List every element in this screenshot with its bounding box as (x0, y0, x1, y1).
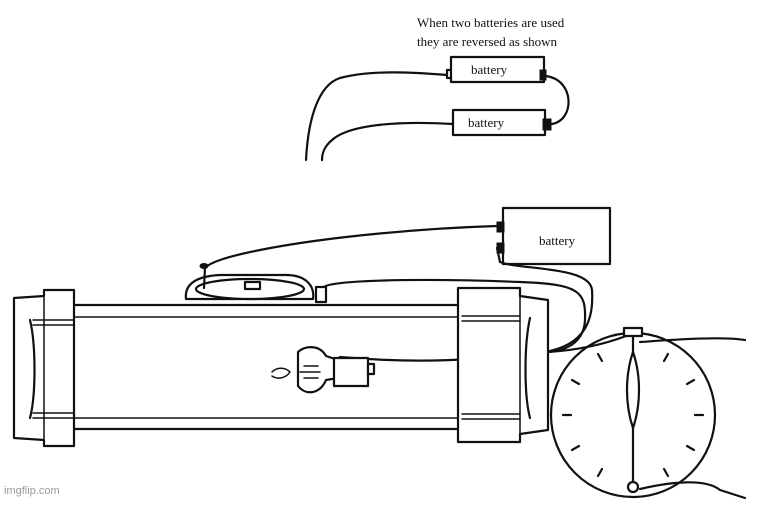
main-battery-label: battery (539, 233, 576, 248)
clock-tick-2 (685, 378, 696, 386)
inset-battery-bottom-cap (542, 118, 552, 131)
inset-wire-top-left (304, 71, 449, 162)
igniter-mount (184, 263, 328, 304)
clock-tick-11 (596, 352, 604, 363)
caption-line-2: they are reversed as shown (417, 34, 558, 49)
inset-battery-bottom (451, 108, 547, 137)
watermark: imgflip.com (4, 485, 60, 497)
wire-clock-bottom (638, 481, 747, 500)
wire-terminal-top (314, 285, 328, 304)
igniter-screw-head (199, 263, 209, 269)
right-cap-inner-curve (524, 316, 532, 420)
clock-face-icon (546, 326, 747, 500)
inset-battery-top-cap (539, 69, 547, 81)
right-end-cap (456, 286, 550, 444)
clock-tick-10 (570, 378, 581, 386)
clock-center-pin (626, 480, 640, 494)
main-battery-body (501, 206, 612, 266)
main-battery-terminal-top (496, 221, 505, 233)
switch-terminal (366, 362, 376, 376)
igniter-tip (271, 367, 291, 379)
clock-tick-4 (685, 444, 696, 452)
inset-battery-top-label: battery (471, 62, 508, 77)
inset-battery-bottom-label: battery (468, 115, 505, 130)
caption-line-1: When two batteries are used (417, 15, 565, 30)
igniter-mount-clip (243, 280, 262, 291)
clock-ticks (561, 343, 705, 478)
igniter-bulb (271, 346, 376, 394)
igniter-bulb-body (296, 346, 340, 394)
inset-battery-diagram: battery battery (304, 55, 570, 162)
inset-wire-right-loop (544, 74, 570, 126)
clock-top-screw (622, 326, 644, 338)
pipe-bomb-icon (12, 286, 550, 448)
clock-tick-5 (662, 467, 670, 478)
igniter-screw (202, 265, 207, 290)
main-battery: battery (496, 206, 612, 266)
wire-battery-to-igniter (202, 224, 499, 270)
clock-tick-7 (596, 467, 604, 478)
clock-tick-8 (570, 444, 581, 452)
left-cap-inner-curve (28, 318, 36, 420)
wire-to-clock-top (546, 334, 628, 354)
inset-wire-bottom-left (320, 121, 455, 162)
wire-battery-to-switch (338, 246, 594, 362)
wire-top-to-clock (321, 278, 587, 354)
wire-clock-right (638, 337, 747, 344)
clock-tick-1 (662, 352, 670, 363)
igniter-filament (299, 365, 321, 379)
clock-hand (625, 350, 641, 430)
switch-block (332, 356, 370, 388)
